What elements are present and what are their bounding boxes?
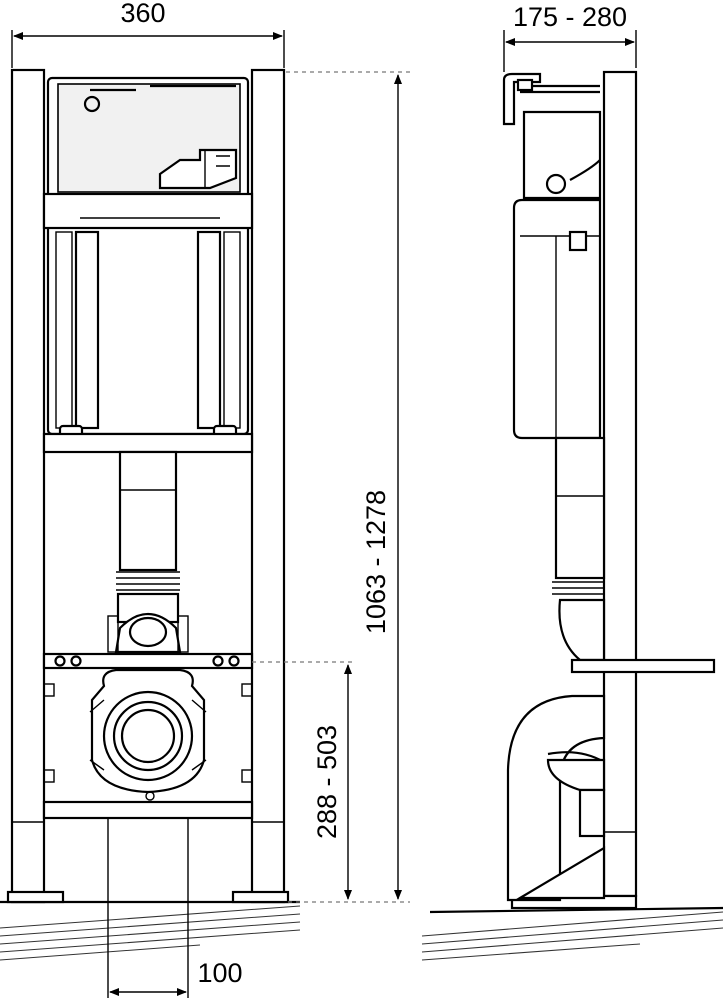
outlet-elbow-side <box>506 694 606 902</box>
top-bracket-side <box>502 72 600 126</box>
dimension-height: 1063 - 1278 <box>286 71 410 903</box>
dim-height-label: 1063 - 1278 <box>361 490 391 634</box>
side-view: 175 - 280 <box>421 2 723 961</box>
cistern-side <box>512 110 602 440</box>
cistern-front <box>42 76 254 442</box>
dim-pipe-offset-label: 100 <box>197 958 242 988</box>
outlet-bend-front <box>89 668 207 801</box>
dimension-outlet-height: 288 - 503 <box>252 661 356 900</box>
side-post <box>602 70 638 898</box>
front-view: 360 1063 - 1278 288 - 503 100 <box>0 0 410 998</box>
right-post <box>250 68 286 904</box>
side-floor-hatch <box>421 906 723 961</box>
bolt-rod <box>570 658 716 674</box>
upper-crossbar <box>42 432 254 454</box>
front-floor-hatch <box>0 900 301 961</box>
dimension-width: 360 <box>11 0 285 68</box>
flush-pipe-front <box>107 450 189 654</box>
dim-depth-label: 175 - 280 <box>513 2 627 32</box>
dim-outlet-height-label: 288 - 503 <box>312 725 342 839</box>
lower-crossbar <box>42 800 254 820</box>
left-post <box>10 68 46 904</box>
dimension-pipe-offset: 100 <box>107 818 243 998</box>
mounting-bar <box>42 652 254 783</box>
dimension-depth: 175 - 280 <box>503 2 637 72</box>
flush-pipe-side <box>552 436 606 662</box>
dim-width-label: 360 <box>120 0 165 28</box>
